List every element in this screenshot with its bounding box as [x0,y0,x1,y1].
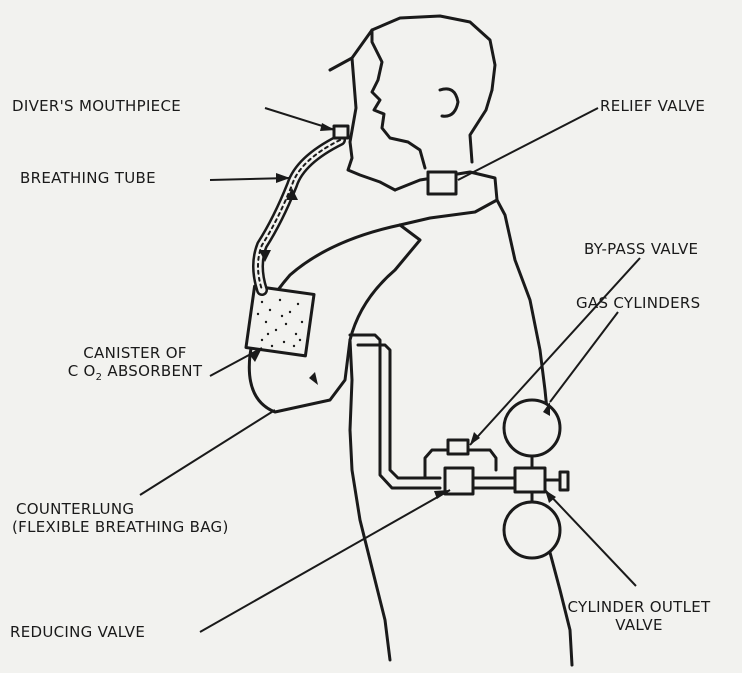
canister-shape [246,286,314,356]
leader-reducing [200,490,450,632]
face-mask [330,58,395,190]
gas-cylinder-bottom [504,502,560,558]
ear [440,89,458,116]
label-bypass-valve: BY-PASS VALVE [584,240,698,258]
label-canister-line2: C O2 ABSORBENT [60,362,210,387]
label-relief-valve: RELIEF VALVE [600,97,705,115]
cylinder-outlet-valve-shape [515,468,545,492]
neck-back [470,90,492,162]
leader-cylinders [550,312,618,402]
label-canister: CANISTER OF C O2 ABSORBENT [60,344,210,387]
label-counterlung: COUNTERLUNG (FLEXIBLE BREATHING BAG) [12,500,229,536]
gas-pipe [358,345,440,478]
leader-counterlung [140,410,275,495]
mask-rim [352,16,495,90]
label-counterlung-line2: (FLEXIBLE BREATHING BAG) [12,518,229,536]
label-counterlung-line1: COUNTERLUNG [12,500,229,518]
label-divers-mouthpiece: DIVER'S MOUTHPIECE [12,97,181,115]
label-cylinder-outlet-valve: CYLINDER OUTLET VALVE [544,598,734,634]
label-breathing-tube: BREATHING TUBE [20,169,156,187]
gas-cylinder-top [504,400,560,456]
label-gas-cylinders: GAS CYLINDERS [576,294,700,312]
label-cylinder-outlet-line1: CYLINDER OUTLET [544,598,734,616]
mouthpiece-shape [334,126,348,138]
head-profile [372,30,425,168]
bypass-valve-shape [448,440,468,454]
label-cylinder-outlet-line2: VALVE [544,616,734,634]
label-reducing-valve: REDUCING VALVE [10,623,145,641]
label-canister-line1: CANISTER OF [60,344,210,362]
counterlung-inner [350,225,420,340]
front-outline [350,340,390,660]
relief-valve-shape [428,172,456,194]
